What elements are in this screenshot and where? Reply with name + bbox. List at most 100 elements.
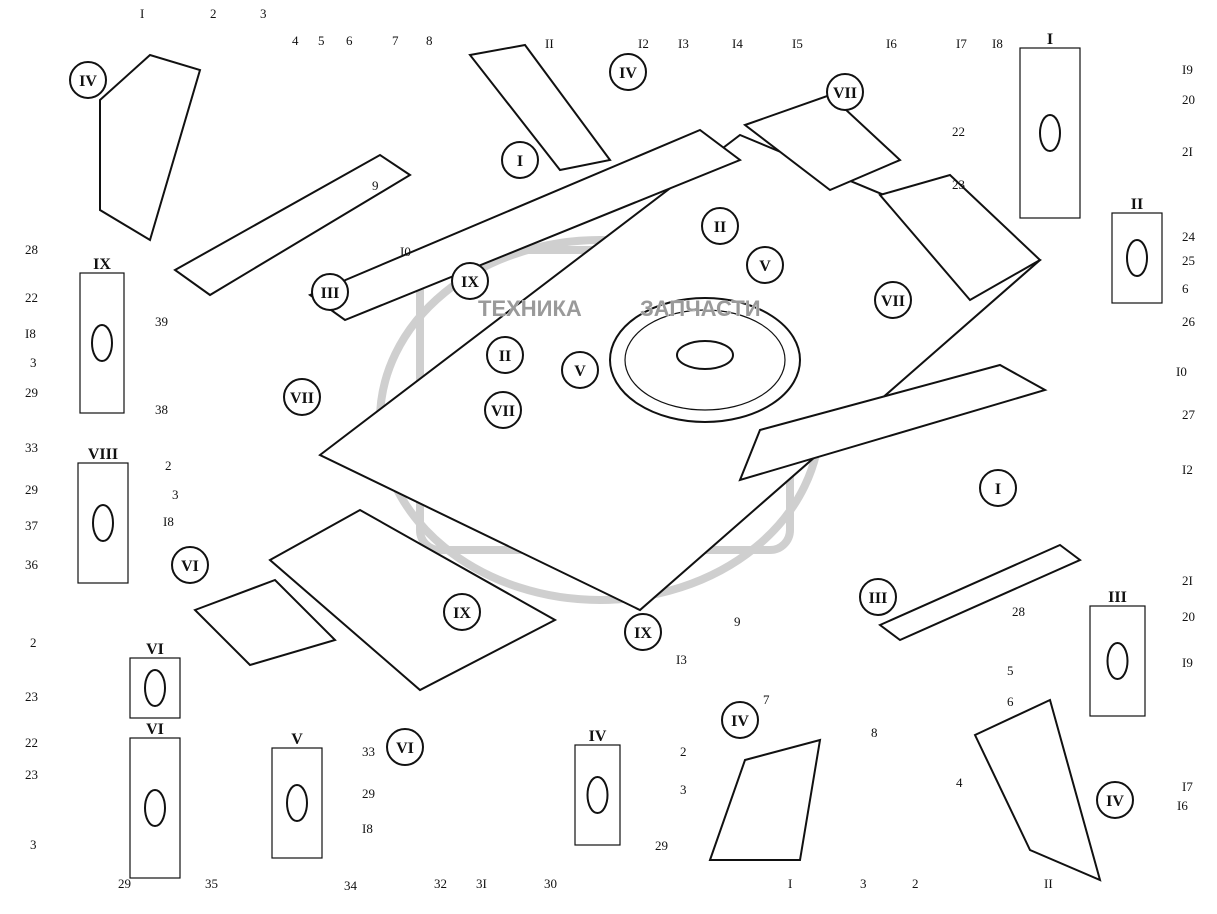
callout-label: IX [453,605,471,622]
inset-title: II [1131,196,1143,213]
mudguard-II-top [468,43,612,172]
part-label: 9 [734,614,741,629]
part-label: 3 [30,837,37,852]
part-label: I8 [163,514,174,529]
callout-label: I [995,481,1001,498]
step-35 [193,578,337,667]
part-label: I7 [1182,779,1193,794]
inset-title: VI [146,721,164,738]
callout-label: IV [1106,793,1124,810]
callout-circle [443,593,481,631]
callout-circle [746,246,784,284]
callout-circle [171,546,209,584]
part-label: 2 [680,744,687,759]
part-label: 3 [172,487,179,502]
mudguard-II-bottom [973,698,1102,882]
part-label: I9 [1182,62,1193,77]
callout-label: II [714,219,726,236]
floor-panel-30 [268,508,558,692]
inset-box [574,744,621,846]
part-label: 3 [30,355,37,370]
part-label: 23 [952,177,965,192]
callout-label: II [499,348,511,365]
fastener-icon [286,784,308,822]
part-label: 22 [25,735,38,750]
callout-circle [451,262,489,300]
part-label: 9 [372,178,379,193]
part-label: 8 [426,33,433,48]
watermark-left: ТЕХНИКА [478,296,582,321]
part-label: 28 [1012,604,1025,619]
part-label: 22 [25,290,38,305]
part-label: 33 [362,744,375,759]
part-label: I9 [1182,655,1193,670]
part-label: I6 [1177,798,1188,813]
part-label: I8 [362,821,373,836]
top-panel [307,128,743,322]
part-label: 2I [1182,573,1193,588]
part-label: I8 [992,36,1003,51]
part-label: 36 [25,557,39,572]
part-label: II [1044,876,1053,891]
callout-circle [501,141,539,179]
part-label: 27 [1182,407,1196,422]
part-label: I5 [792,36,803,51]
fastener-icon [144,789,166,827]
part-label: 6 [346,33,353,48]
callout-label: V [574,363,586,380]
fastener-icon [144,669,166,707]
part-label: 28 [25,242,38,257]
inset-box [1111,212,1163,304]
part-label: I6 [886,36,897,51]
callout-label: VII [491,403,515,420]
part-label: 33 [25,440,38,455]
callout-circle [609,53,647,91]
part-label: I0 [400,244,411,259]
part-label: 23 [25,689,38,704]
part-label: 3I [476,876,487,891]
part-label: 5 [318,33,325,48]
callout-circle [484,391,522,429]
callout-label: VI [396,740,414,757]
callout-circle [386,728,424,766]
callout-circle [979,469,1017,507]
part-label: I2 [638,36,649,51]
callout-label: V [759,258,771,275]
callout-circle [486,336,524,374]
part-label: 32 [434,876,447,891]
part-label: 39 [155,314,168,329]
frame-parts [99,43,1102,882]
mudguard-I-top [99,53,202,242]
fastener-icon [92,504,114,542]
steering-hub [676,340,734,370]
part-label: 24 [1182,229,1196,244]
part-label: 25 [1182,253,1195,268]
callout-label: IX [461,274,479,291]
right-panel-27 [738,363,1048,482]
fastener-icon [1106,642,1129,680]
part-label: 3 [260,6,267,21]
part-label: 29 [25,482,38,497]
part-label: I0 [1176,364,1187,379]
part-label: 22 [952,124,965,139]
callout-circle [283,378,321,416]
inset-title: IV [589,728,607,745]
part-label: 38 [155,402,168,417]
part-label: I2 [1182,462,1193,477]
fastener-icon [1039,114,1061,152]
part-label: I7 [956,36,967,51]
part-label: 29 [655,838,668,853]
grid-panel-28-right [878,543,1082,642]
part-label: 34 [344,878,358,893]
part-label: 3 [860,876,867,891]
part-label: 6 [1007,694,1014,709]
callout-label: IX [634,625,652,642]
inset-title: VIII [88,446,118,463]
part-label: 20 [1182,609,1195,624]
inset-box [1019,47,1081,219]
callout-circle [561,351,599,389]
fastener-icon [586,776,609,814]
part-label: 29 [25,385,38,400]
part-label: 2 [210,6,217,21]
plate-15 [742,93,902,192]
